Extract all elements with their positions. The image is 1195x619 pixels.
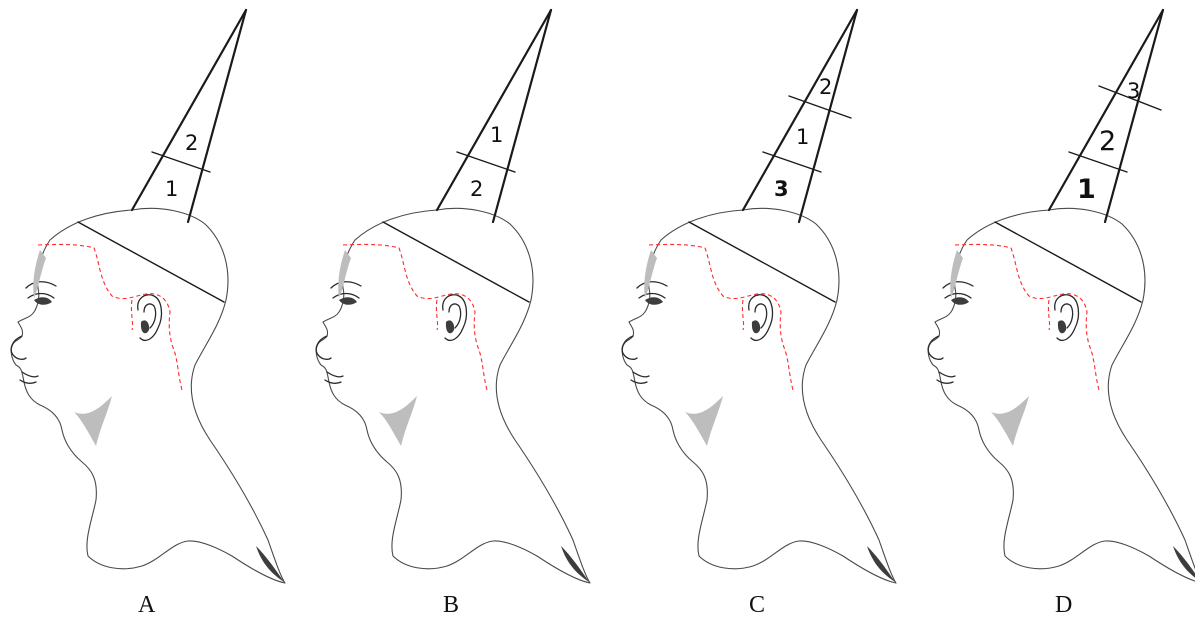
panel-label-d: D <box>1055 592 1072 618</box>
panel-d: 1 2 3 D <box>928 10 1195 618</box>
head-profile-b <box>316 208 590 583</box>
section-label-b-1: 1 <box>490 123 503 147</box>
hair-strand-a <box>132 10 246 222</box>
hair-strand-d <box>1049 10 1163 222</box>
section-label-d-1: 1 <box>1077 174 1096 205</box>
section-label-a-2: 2 <box>185 131 198 155</box>
panel-label-c: C <box>749 592 765 618</box>
section-label-d-2: 2 <box>1099 126 1116 157</box>
panel-b: 2 1 B <box>316 10 590 618</box>
section-label-a-1: 1 <box>165 177 178 201</box>
head-profile-c <box>622 208 896 583</box>
hair-strand-c <box>743 10 857 222</box>
head-profile-d <box>928 208 1195 583</box>
panel-c: 3 1 2 C <box>622 10 896 618</box>
panel-label-b: B <box>443 592 459 618</box>
panel-a: 1 2 A <box>11 10 285 618</box>
hair-strand-b <box>437 10 551 222</box>
panel-label-a: A <box>138 592 156 618</box>
section-label-c-2: 2 <box>819 75 832 99</box>
head-profile-a <box>11 208 285 583</box>
section-label-b-2: 2 <box>470 177 483 201</box>
section-label-d-3: 3 <box>1127 79 1140 103</box>
section-label-c-3: 3 <box>774 177 789 201</box>
section-label-c-1: 1 <box>796 125 809 149</box>
